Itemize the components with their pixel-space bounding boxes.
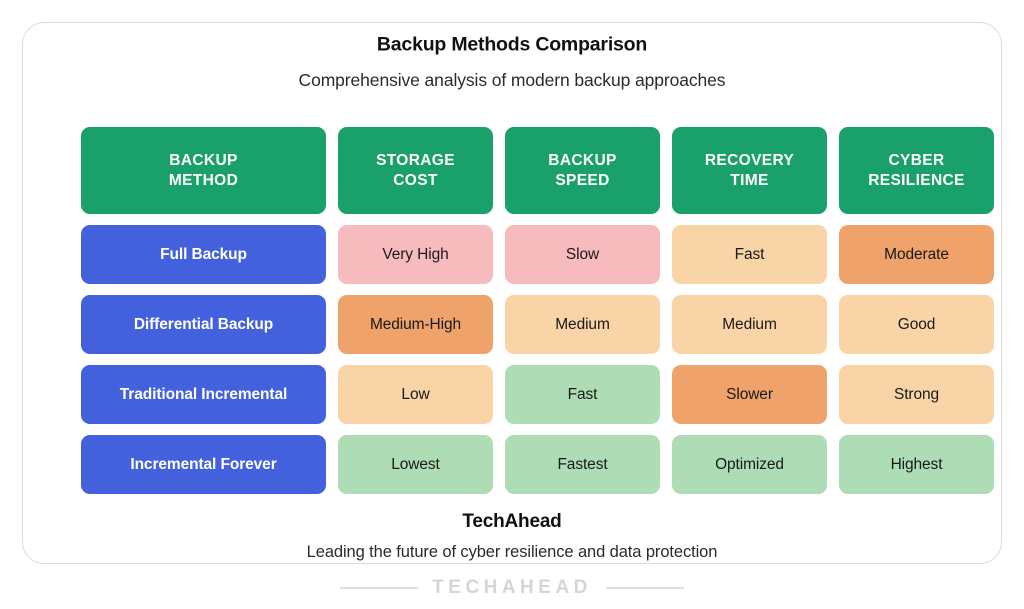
table-cell: Medium bbox=[505, 295, 660, 354]
table-cell: Highest bbox=[839, 435, 994, 494]
row-label: Traditional Incremental bbox=[81, 365, 326, 424]
column-header-4: RECOVERY TIME bbox=[672, 127, 827, 214]
row-label: Incremental Forever bbox=[81, 435, 326, 494]
table-cell: Medium-High bbox=[338, 295, 493, 354]
row-label: Differential Backup bbox=[81, 295, 326, 354]
footer-watermark: TECHAHEAD bbox=[0, 577, 1024, 599]
watermark-line-left bbox=[340, 587, 419, 589]
table-cell: Fast bbox=[672, 225, 827, 284]
comparison-table: BACKUP METHOD STORAGE COST BACKUP SPEED RECOVE… bbox=[81, 127, 994, 494]
table-cell: Low bbox=[338, 365, 493, 424]
column-header-line2: METHOD bbox=[168, 171, 239, 189]
table-cell: Medium bbox=[672, 295, 827, 354]
column-header-2: STORAGE COST bbox=[338, 127, 493, 214]
table-cell: Very High bbox=[338, 225, 493, 284]
column-header-line1: BACKUP bbox=[169, 151, 238, 169]
brand-tagline: Leading the future of cyber resilience a… bbox=[306, 543, 718, 561]
table-cell: Moderate bbox=[839, 225, 994, 284]
column-header-line2: RESILIENCE bbox=[868, 171, 965, 189]
column-header-5: CYBER RESILIENCE bbox=[839, 127, 994, 214]
table-cell: Good bbox=[839, 295, 994, 354]
table-cell: Fast bbox=[505, 365, 660, 424]
table-cell: Lowest bbox=[338, 435, 493, 494]
column-header-line2: COST bbox=[393, 171, 438, 189]
column-header-line2: SPEED bbox=[555, 171, 610, 189]
table-cell: Slow bbox=[505, 225, 660, 284]
column-header-line1: CYBER bbox=[888, 151, 945, 169]
column-header-line1: BACKUP bbox=[548, 151, 617, 169]
column-header-line1: STORAGE bbox=[376, 151, 455, 169]
row-label: Full Backup bbox=[81, 225, 326, 284]
table-cell: Slower bbox=[672, 365, 827, 424]
page-title: Backup Methods Comparison bbox=[360, 33, 664, 57]
brand-name: TechAhead bbox=[462, 511, 562, 532]
watermark-line-right bbox=[605, 587, 684, 589]
column-header-line2: TIME bbox=[730, 171, 769, 189]
page-subtitle: Comprehensive analysis of modern backup … bbox=[298, 70, 726, 90]
column-header-1: BACKUP METHOD bbox=[81, 127, 326, 214]
table-cell: Strong bbox=[839, 365, 994, 424]
column-header-3: BACKUP SPEED bbox=[505, 127, 660, 214]
watermark-label: TECHAHEAD bbox=[432, 577, 592, 598]
comparison-card: Backup Methods Comparison Comprehensive … bbox=[22, 22, 1002, 564]
table-cell: Fastest bbox=[505, 435, 660, 494]
table-cell: Optimized bbox=[672, 435, 827, 494]
column-header-line1: RECOVERY bbox=[704, 151, 795, 169]
